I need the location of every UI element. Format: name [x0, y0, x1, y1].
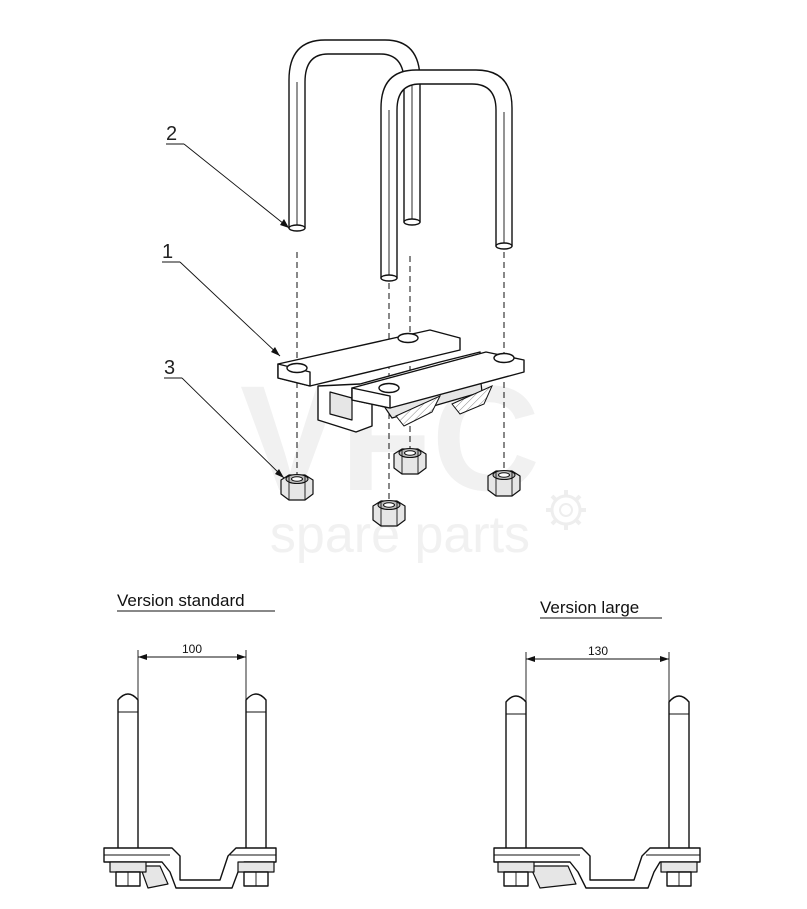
callout-3-number: 3: [164, 357, 175, 379]
callout-1: 1: [162, 241, 281, 357]
nut-center-rear: [393, 447, 427, 475]
callout-3: 3: [164, 357, 285, 479]
dimension-standard-value: 100: [182, 642, 202, 656]
u-bolt-front: [380, 69, 513, 282]
nut-left: [280, 473, 314, 501]
nut-right: [487, 469, 521, 497]
nut-center-front: [372, 499, 406, 527]
view-standard-title: Version standard: [117, 591, 245, 610]
view-standard: Version standard 100: [103, 591, 277, 889]
gear-icon: [546, 490, 586, 530]
callout-2: 2: [166, 123, 290, 229]
view-large-title: Version large: [540, 598, 639, 617]
dimension-large-value: 130: [588, 644, 608, 658]
u-bolt-rear: [288, 39, 421, 232]
callout-1-number: 1: [162, 241, 173, 263]
view-large: Version large 130: [493, 598, 701, 889]
callout-2-number: 2: [166, 123, 177, 145]
bracket: [277, 329, 525, 433]
